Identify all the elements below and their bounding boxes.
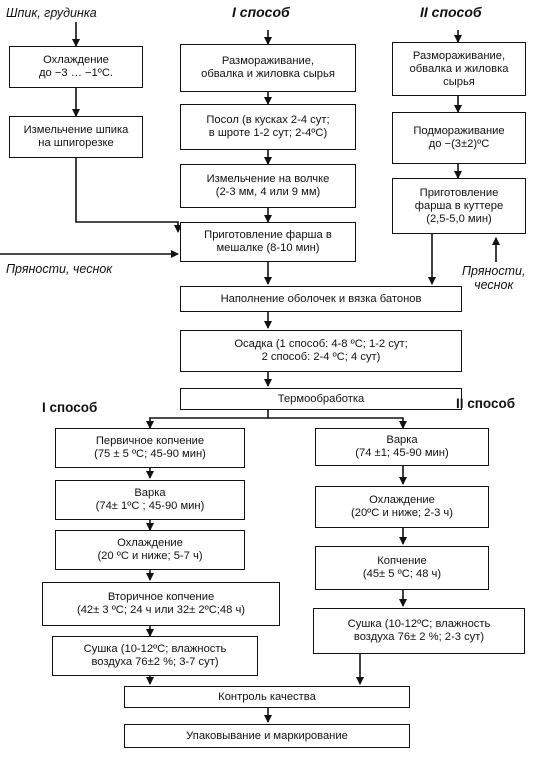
box-grind-volchok: Измельчение на волчке (2-3 мм, 4 или 9 м… [180,164,356,208]
label-spices-2-line2: чеснок [474,278,514,292]
box-settling: Осадка (1 способ: 4-8 ºС; 1-2 сут; 2 спо… [180,330,462,372]
arrow-mince-to-mix [75,158,182,233]
box-primary-smoking: Первичное копчение (75 ± 5 ºС; 45-90 мин… [55,428,245,468]
label-method2-mid: II способ [456,396,516,411]
label-spices-2: Пряности, чеснок [462,264,525,292]
box-mix: Приготовление фарша в мешалке (8-10 мин) [180,222,356,262]
box-salting: Посол (в кусках 2-4 сут; в шроте 1-2 сут… [180,104,356,150]
box-drying-1: Сушка (10-12ºС; влажность воздуха 76±2 %… [52,636,258,676]
box-drying-2: Сушка (10-12ºС; влажность воздуха 76± 2 … [313,608,525,654]
box-heat-treatment: Термообработка [180,388,462,410]
box-stuffing: Наполнение оболочек и вязка батонов [180,286,462,312]
arrow-heat-to-boil2 [268,417,407,429]
arrow-heat-to-smoke1 [146,410,269,429]
label-method1-mid: I способ [42,400,98,415]
box-smoking-2: Копчение (45± 5 ºС; 48 ч) [315,546,489,590]
box-prefreeze: Подмораживание до −(3±2)ºС [392,112,526,164]
label-spices-2-line1: Пряности, [462,264,526,278]
label-method1-top: I способ [232,4,290,20]
label-method2-top: II способ [420,4,482,20]
label-spices-1: Пряности, чеснок [6,262,113,276]
box-thaw-2: Размораживание, обвалка и жиловка сырья [392,42,526,96]
box-cooling-2: Охлаждение (20ºС и ниже; 2-3 ч) [315,486,489,528]
box-boiling-1: Варка (74± 1ºС ; 45-90 мин) [55,480,245,520]
box-boiling-2: Варка (74 ±1; 45-90 мин) [315,428,489,466]
box-thaw-1: Размораживание, обвалка и жиловка сырья [180,44,356,92]
box-packing: Упаковывание и маркирование [124,724,410,748]
box-quality-control: Контроль качества [124,686,410,708]
label-raw-fat: Шпик, грудинка [6,6,97,20]
box-mince-fat: Измельчение шпика на шпигорезке [9,116,143,158]
box-cutter: Приготовление фарша в куттере (2,5-5,0 м… [392,178,526,234]
box-secondary-smoking: Вторичное копчение (42± 3 ºС; 24 ч или 3… [42,582,280,626]
box-cooling-fat: Охлаждение до −3 … −1ºС. [9,46,143,88]
box-cooling-1: Охлаждение (20 ºС и ниже; 5-7 ч) [55,530,245,570]
